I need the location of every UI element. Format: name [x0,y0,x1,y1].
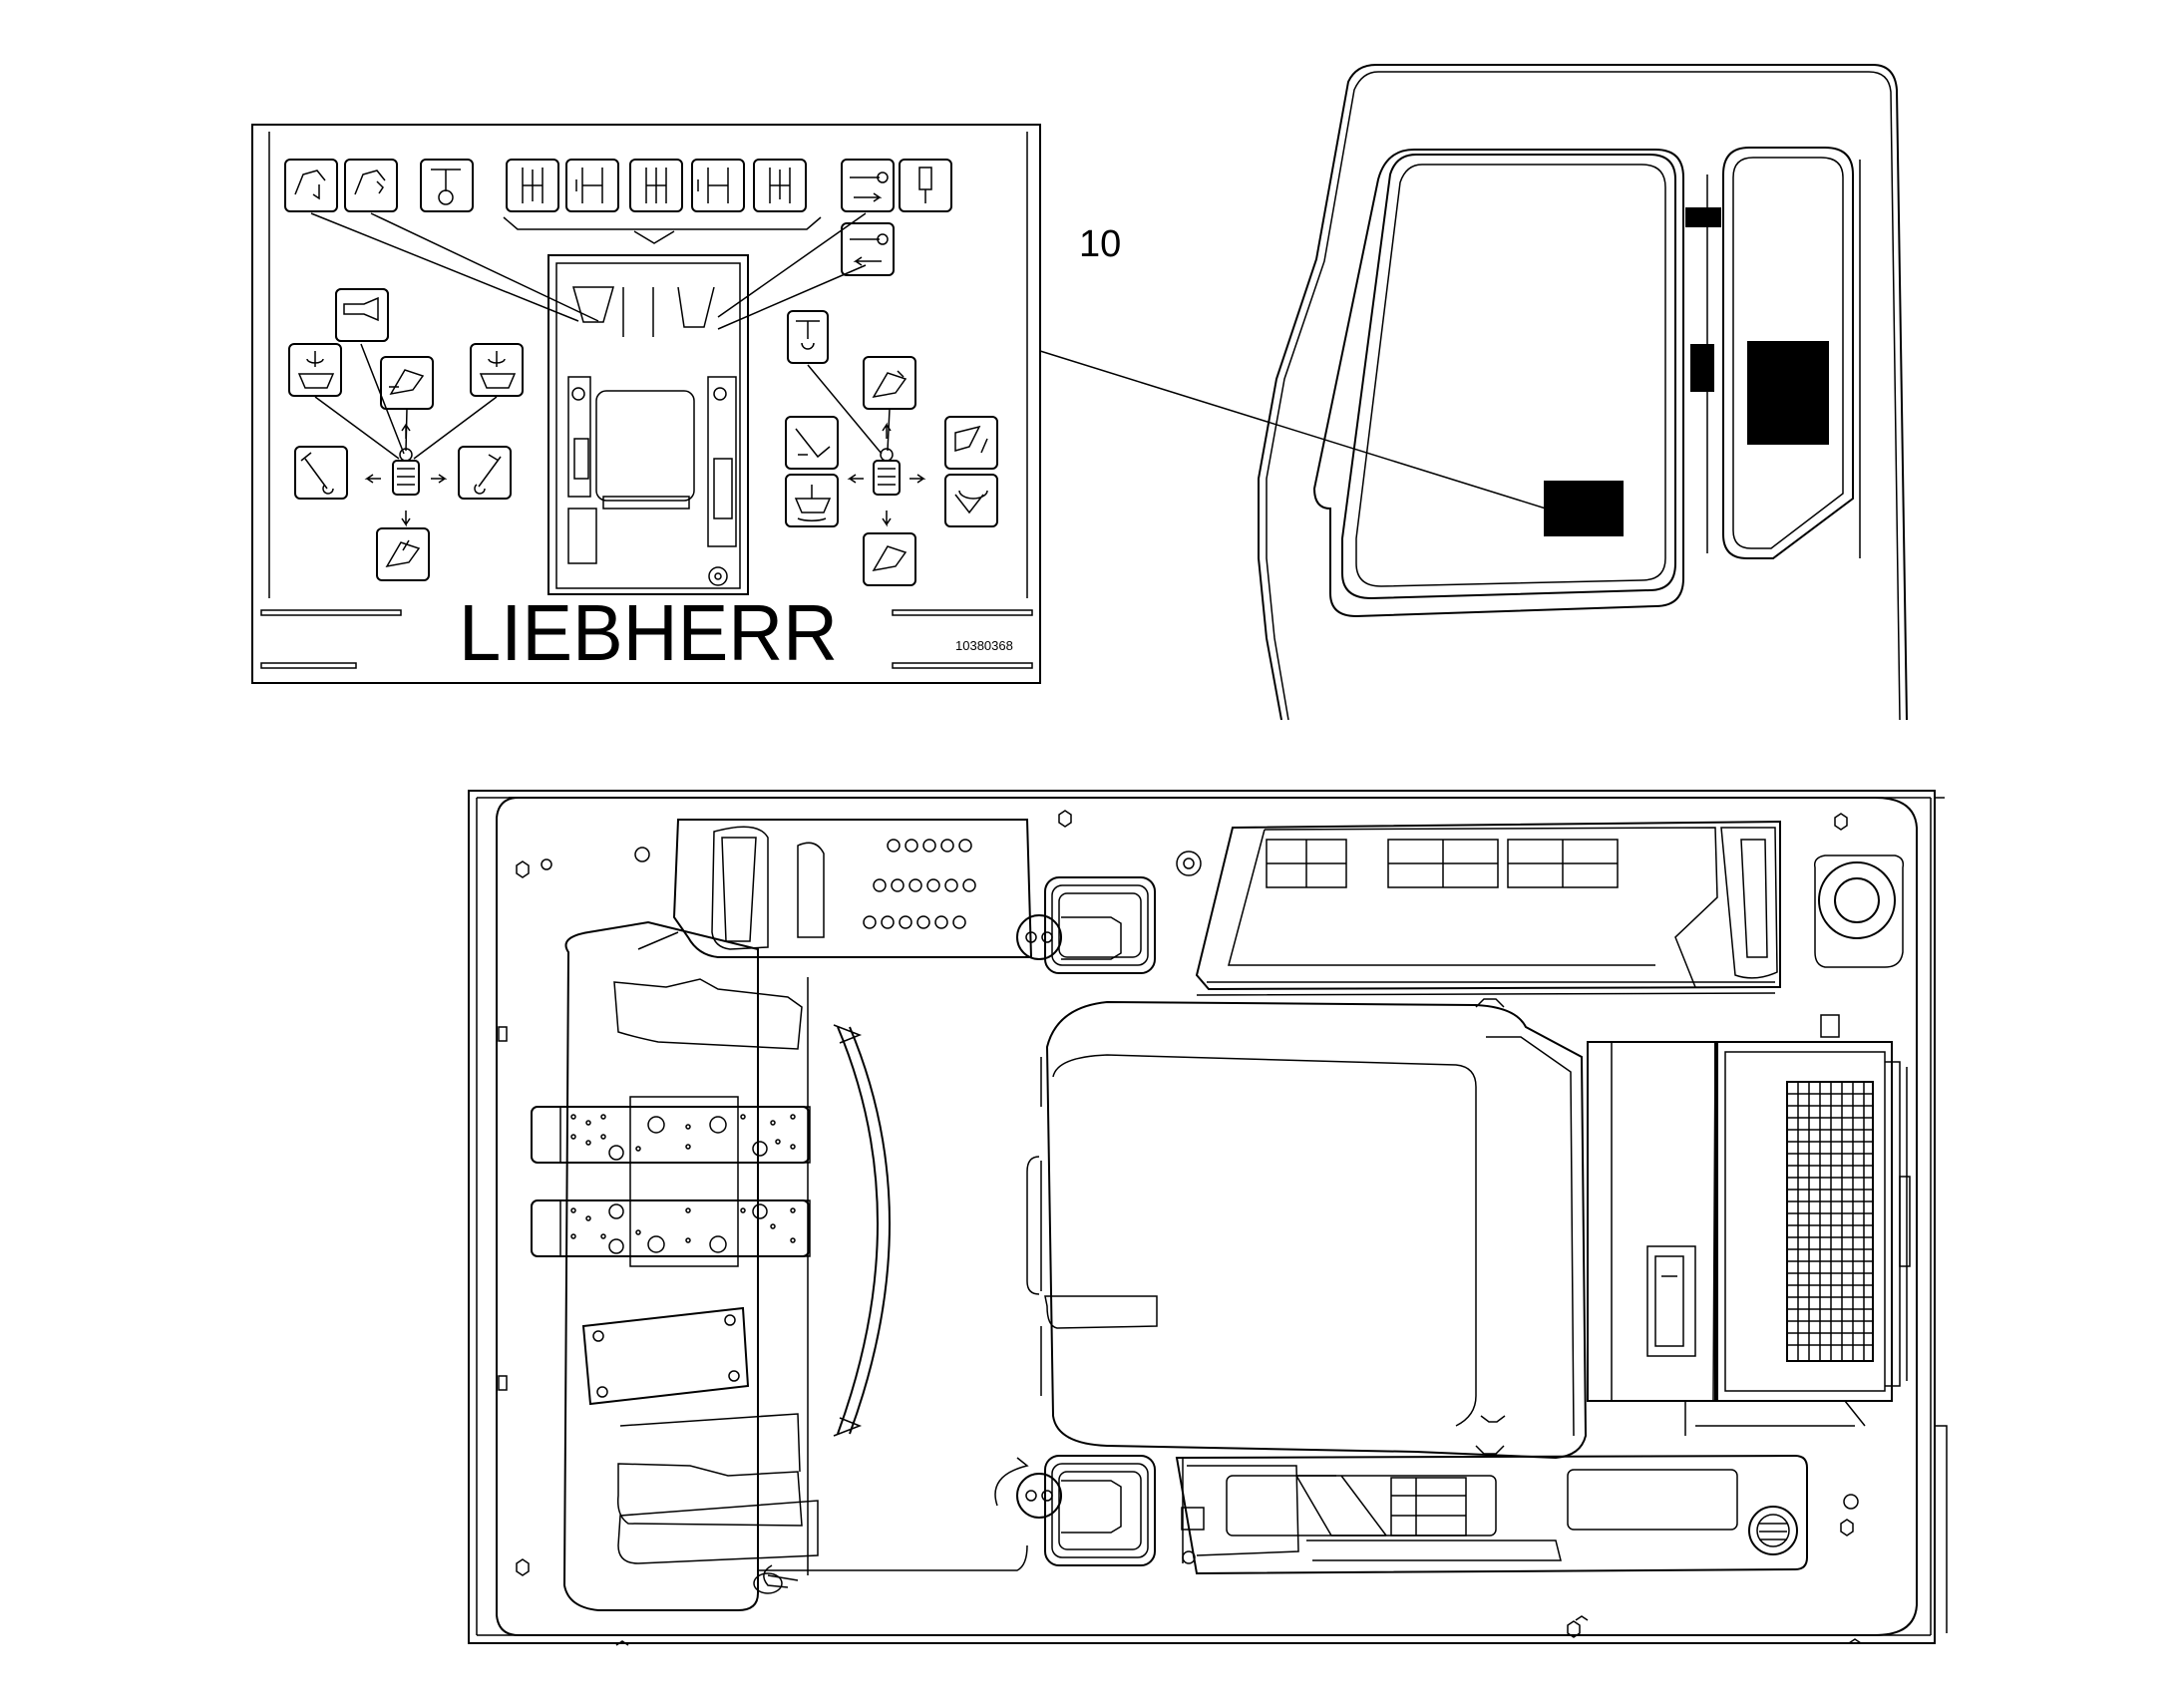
cab-side-view [1258,64,1908,721]
decal-cab-plan [547,254,749,595]
bottom-console [1175,1454,1808,1575]
operator-seat [1026,998,1588,1460]
decal-left-joystick-group [288,288,524,581]
cab-rear-decal [1747,341,1829,445]
decal-bracket [503,216,822,230]
part-number-label: 10380368 [955,638,1013,653]
pedal-dot-pattern [570,1114,796,1243]
heater-unit [1587,1014,1911,1436]
decal-footer: LIEBHERR 10380368 [260,588,1033,677]
decal-border [251,124,1041,684]
decal-location-marker [1544,481,1624,536]
decal-right-joystick-group [785,310,998,586]
decal-bracket-notch [633,230,675,244]
cab-door-handle [1690,344,1714,392]
brand-logo-text: LIEBHERR [459,588,838,677]
top-console-buttons [863,839,976,929]
heater-grille [1786,1081,1874,1362]
cab-hinge-top [1685,207,1721,227]
callout-leader-line [1039,350,1547,510]
decal-top-icon-row [284,159,952,276]
right-joystick-top [1016,876,1156,974]
cab-floor-plan [468,790,1948,1646]
left-joystick-bottom [994,1455,1156,1566]
decal-leader-lines [310,212,867,330]
control-pattern-decal: LIEBHERR 10380368 [251,124,1041,684]
callout-label: 10 [1079,223,1121,265]
